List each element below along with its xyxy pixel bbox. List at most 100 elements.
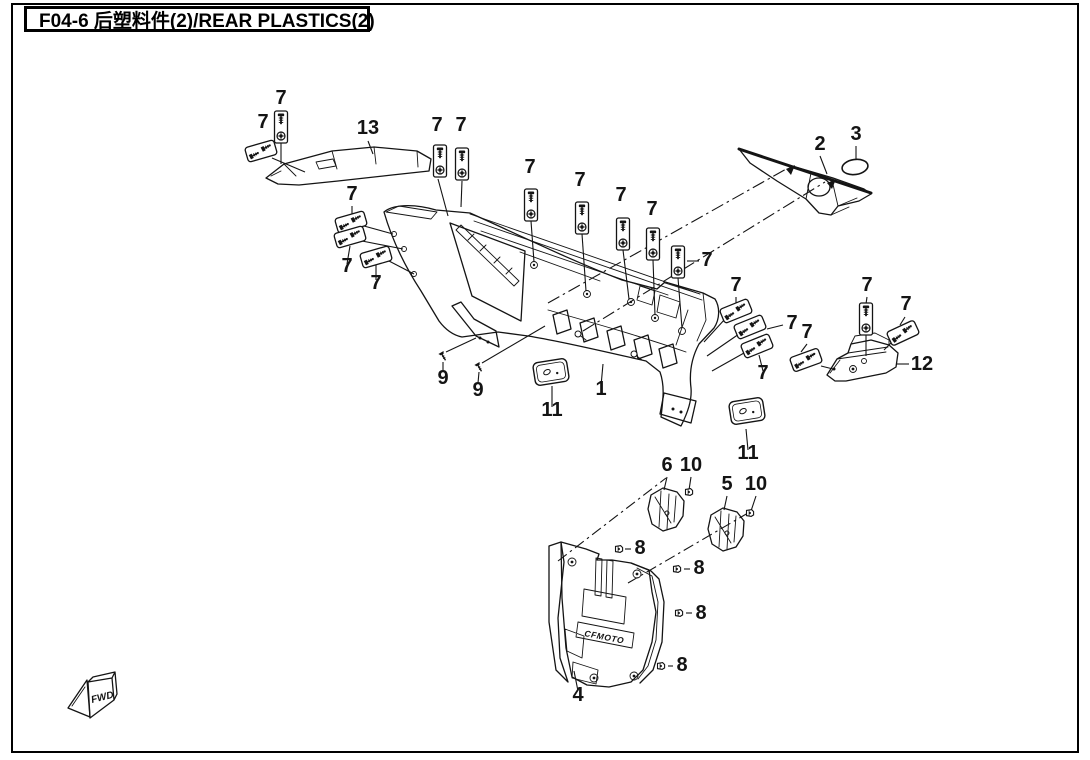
screw-kit-symbol <box>523 188 539 222</box>
title-block: F04-6 后塑料件(2)/REAR PLASTICS(2) <box>24 6 375 32</box>
callout-7: 7 <box>574 169 585 191</box>
leader-line <box>573 670 579 692</box>
callout-7: 7 <box>786 312 797 334</box>
callout-1: 1 <box>595 378 606 400</box>
part-13-drawing <box>265 146 432 186</box>
leader-line <box>820 365 834 370</box>
screw-kit-symbol <box>454 147 470 181</box>
assembly-arrowhead <box>786 165 795 175</box>
nut-symbol <box>684 488 694 496</box>
callout-10: 10 <box>680 454 702 476</box>
callout-7: 7 <box>370 272 381 294</box>
screw-kit-symbol <box>273 110 289 144</box>
nut-symbol <box>656 662 666 670</box>
callout-13: 13 <box>357 117 379 139</box>
callout-7: 7 <box>730 274 741 296</box>
callout-12: 12 <box>911 353 933 375</box>
bolt-pair-symbol <box>243 138 279 164</box>
assembly-axis-line <box>547 167 789 304</box>
callout-7: 7 <box>615 184 626 206</box>
callout-8: 8 <box>695 602 706 624</box>
page-border <box>11 3 1079 753</box>
callout-7: 7 <box>861 274 872 296</box>
screw-kit-symbol <box>858 302 874 336</box>
leader-line <box>745 428 749 451</box>
part-1-drawing <box>383 205 720 427</box>
assembly-axis-lines <box>547 167 826 584</box>
fwd-direction-marker: FWD <box>67 671 118 719</box>
leader-line <box>703 318 726 343</box>
callout-7: 7 <box>341 255 352 277</box>
leader-line <box>271 157 306 173</box>
screw-kit-symbol <box>645 227 661 261</box>
callout-6: 6 <box>661 454 672 476</box>
leader-line <box>477 371 480 384</box>
screw-kit-symbol <box>574 201 590 235</box>
part-2-drawing <box>737 147 873 216</box>
leader-line <box>460 180 463 208</box>
bolt-pair-symbol <box>788 347 824 373</box>
callout-10: 10 <box>745 473 767 495</box>
leader-line <box>363 225 394 235</box>
part-3-drawing <box>841 158 869 176</box>
callout-11: 11 <box>737 442 758 464</box>
callout-7: 7 <box>275 87 286 109</box>
assembly-arrowhead <box>827 179 836 189</box>
leader-line <box>819 155 828 175</box>
part-4-drawing: CFMOTO <box>548 541 665 688</box>
callout-7: 7 <box>257 111 268 133</box>
leader-line <box>481 325 546 364</box>
leader-line <box>346 245 351 265</box>
leader-line <box>622 249 630 300</box>
callout-9: 9 <box>437 367 448 389</box>
fwd-label: FWD <box>90 690 115 706</box>
screw-symbol <box>437 350 449 363</box>
callout-8: 8 <box>693 557 704 579</box>
leader-line <box>750 495 757 512</box>
callout-7: 7 <box>801 321 812 343</box>
callout-7: 7 <box>524 156 535 178</box>
callout-7: 7 <box>346 183 357 205</box>
leader-line <box>766 324 784 330</box>
leader-line <box>445 337 477 353</box>
nut-symbol <box>614 545 624 553</box>
callout-7: 7 <box>701 249 712 271</box>
screw-kit-symbol <box>615 217 631 251</box>
leader-line <box>367 140 374 155</box>
leader-line <box>437 178 449 217</box>
assembly-axis-line <box>582 181 826 332</box>
leader-line <box>723 495 728 511</box>
callout-7: 7 <box>757 362 768 384</box>
callout-2: 2 <box>814 133 825 155</box>
page-title: F04-6 后塑料件(2)/REAR PLASTICS(2) <box>39 10 375 32</box>
screw-symbol <box>473 361 485 374</box>
callout-7: 7 <box>431 114 442 136</box>
part-6-drawing <box>647 487 685 532</box>
bolt-pair-symbol <box>885 319 921 347</box>
part-11-right-drawing <box>728 397 766 425</box>
leader-line <box>530 220 535 263</box>
nut-symbol <box>674 609 684 617</box>
assembly-axis-line <box>557 477 667 562</box>
leader-line <box>361 240 404 250</box>
leader-lines <box>271 140 909 692</box>
leader-line <box>388 260 415 275</box>
callout-9: 9 <box>472 379 483 401</box>
leader-line <box>600 363 604 387</box>
part-5-drawing <box>707 507 745 552</box>
leader-line <box>899 316 906 326</box>
part-11-left-drawing <box>532 358 570 386</box>
leader-line <box>758 354 764 372</box>
screw-kit-symbol <box>432 144 448 178</box>
callout-8: 8 <box>634 537 645 559</box>
screw-kit-symbol <box>670 245 686 279</box>
callout-7: 7 <box>900 293 911 315</box>
callout-7: 7 <box>455 114 466 136</box>
leader-line <box>652 259 656 316</box>
callout-5: 5 <box>721 473 732 495</box>
nut-symbol <box>672 565 682 573</box>
leader-line <box>800 343 808 353</box>
callout-4: 4 <box>572 684 584 706</box>
